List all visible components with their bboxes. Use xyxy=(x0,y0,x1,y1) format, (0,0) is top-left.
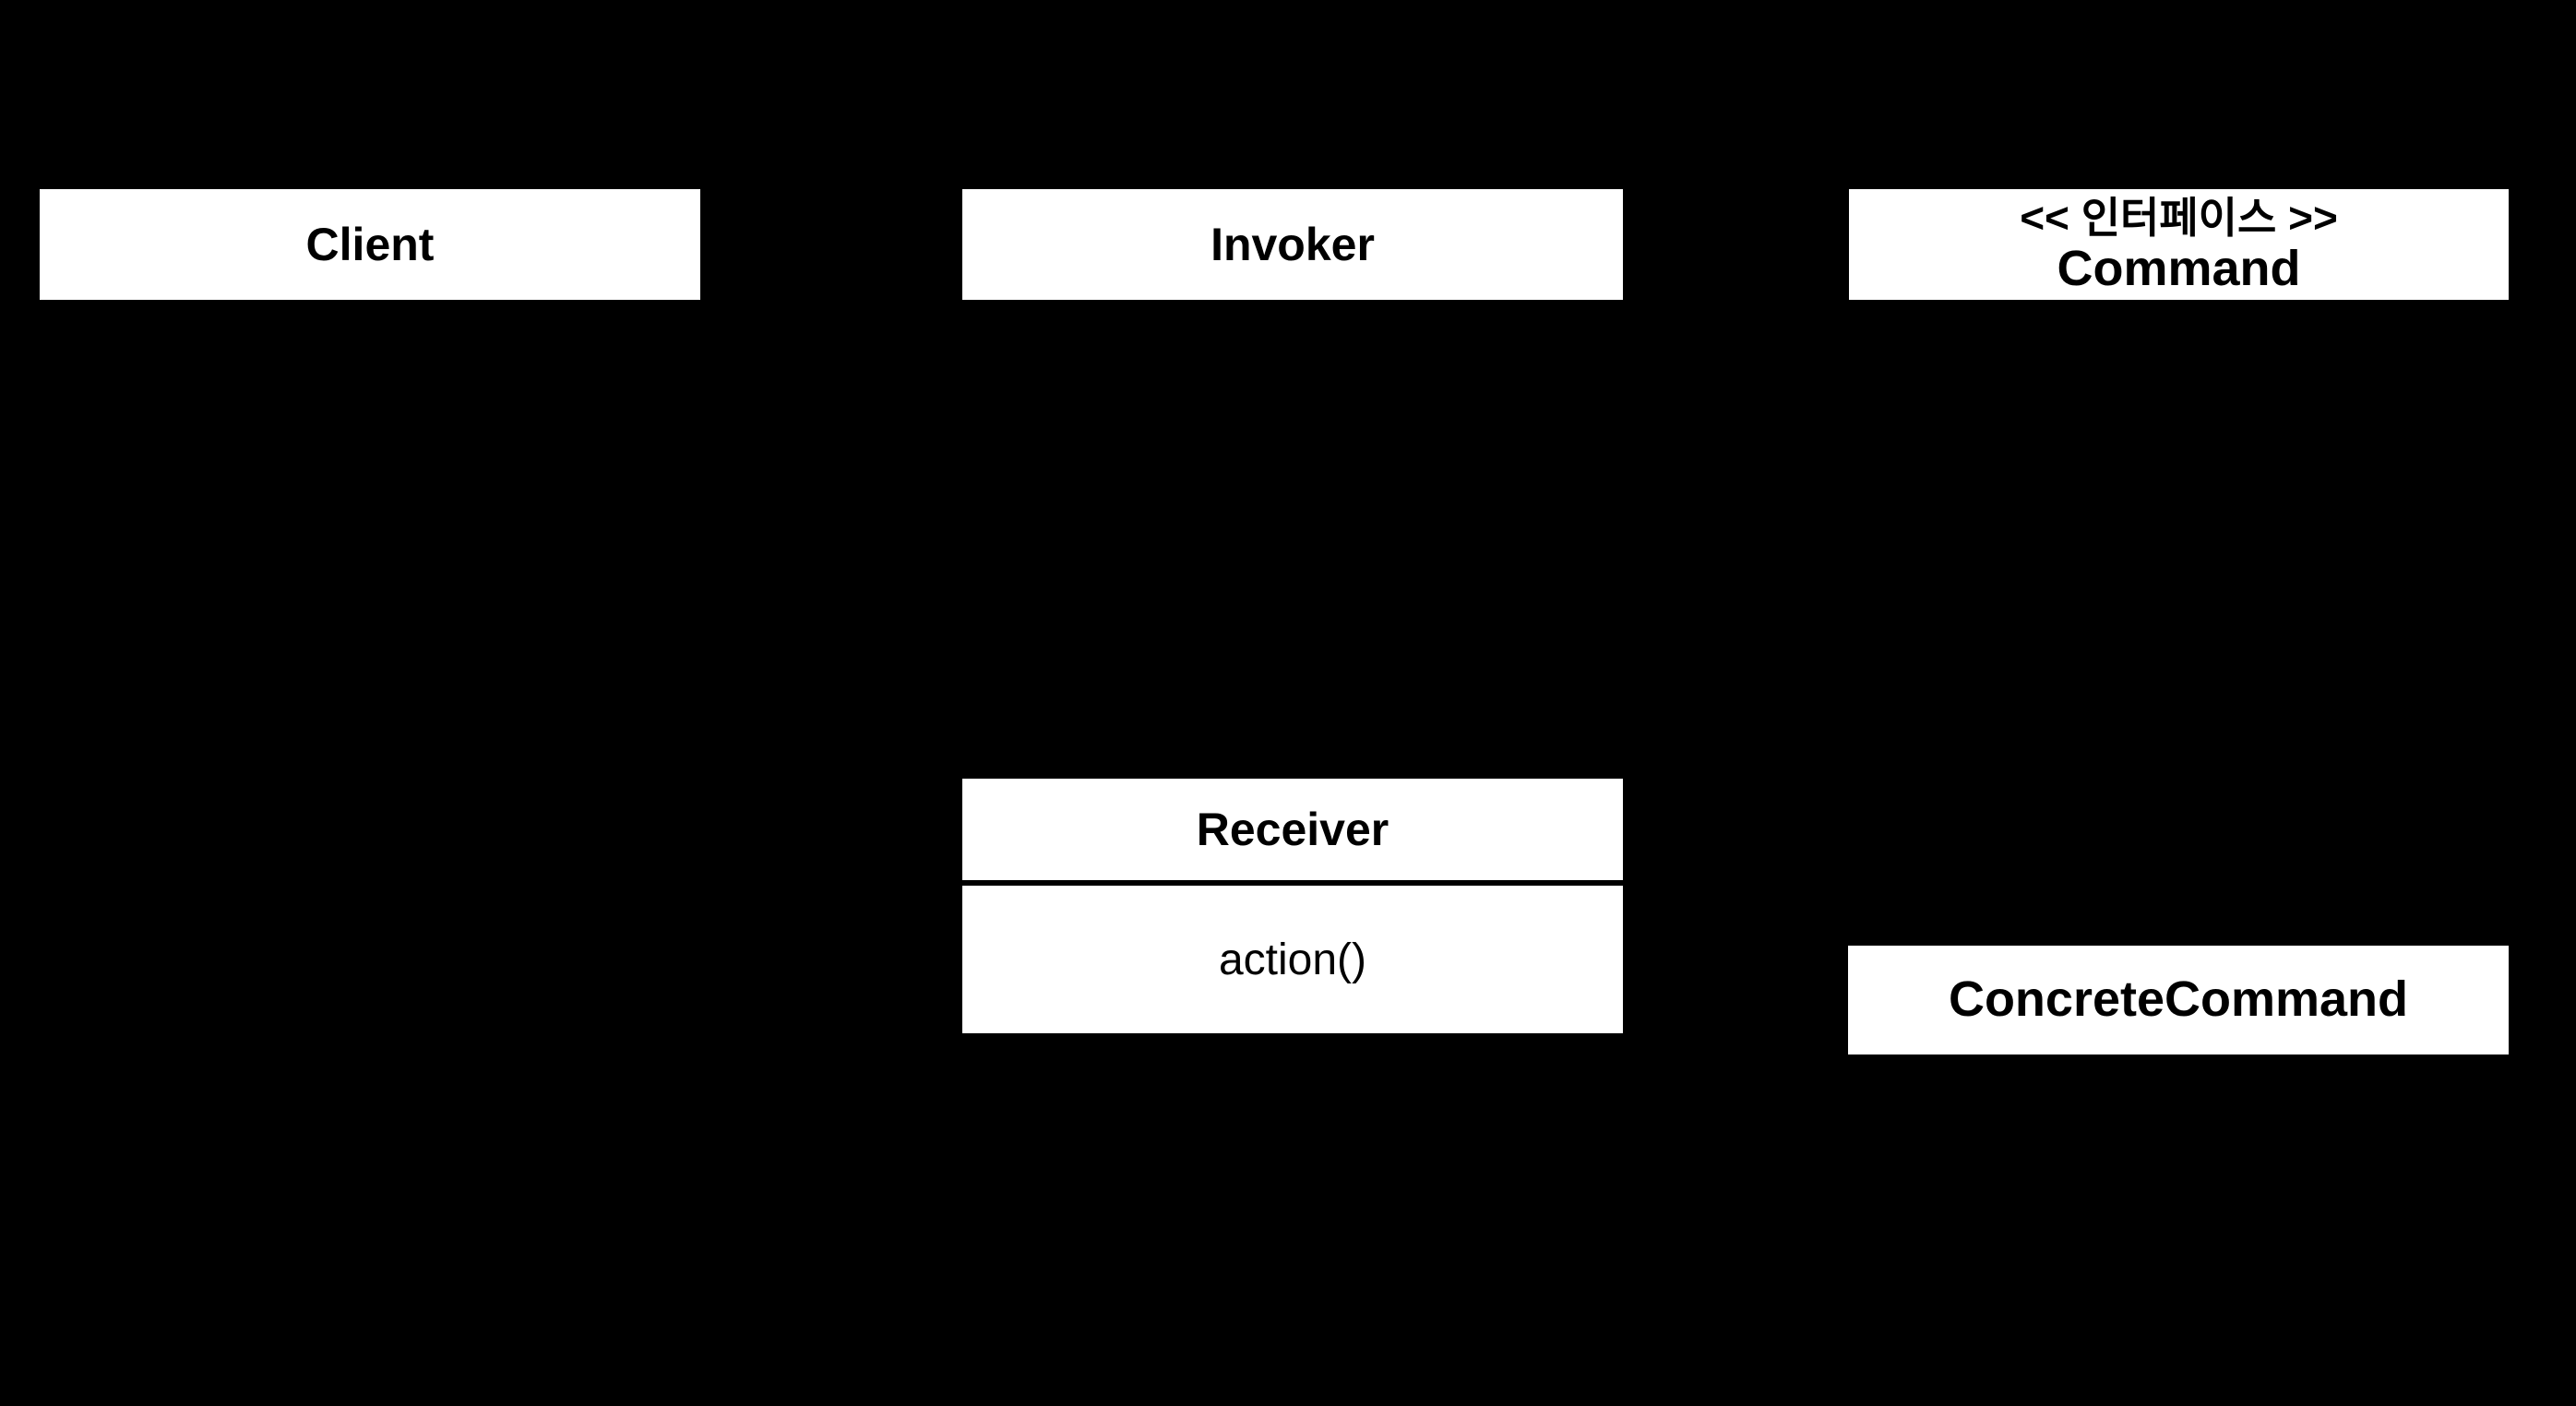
receiver-methods-compartment: action() xyxy=(962,886,1623,1033)
class-name-receiver: Receiver xyxy=(1196,803,1389,855)
interface-stereotype: << 인터페이스 >> xyxy=(2020,194,2338,243)
class-box-client: Client xyxy=(40,189,700,300)
class-box-invoker: Invoker xyxy=(962,189,1623,300)
interface-box-command: << 인터페이스 >> Command xyxy=(1849,189,2509,300)
class-box-concrete-command: ConcreteCommand xyxy=(1848,946,2509,1054)
class-name-invoker: Invoker xyxy=(1210,218,1375,270)
class-name-client: Client xyxy=(305,218,435,270)
receiver-title-compartment: Receiver xyxy=(962,779,1623,886)
class-box-receiver: Receiver action() xyxy=(962,779,1623,1033)
interface-name-command: Command xyxy=(2057,241,2301,297)
class-name-concrete-command: ConcreteCommand xyxy=(1948,971,2409,1028)
receiver-method-action: action() xyxy=(1218,935,1367,984)
